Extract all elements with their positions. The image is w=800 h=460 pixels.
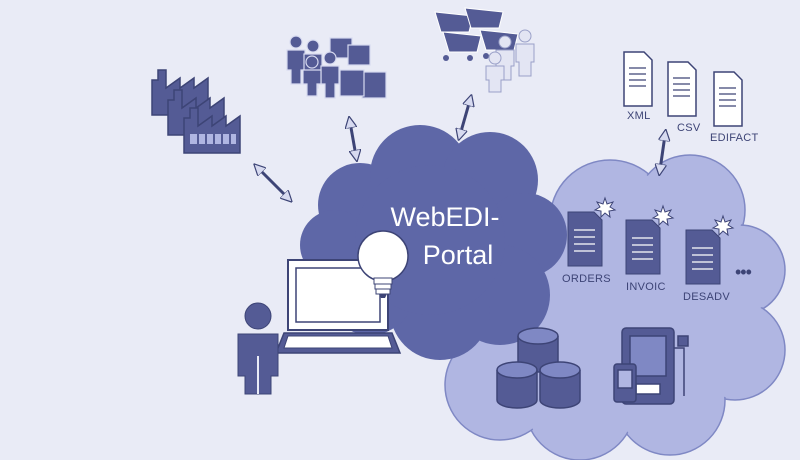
portal-title-line2: Portal: [422, 240, 494, 270]
document-label-invoic: INVOIC: [626, 281, 666, 293]
device-icon: [613, 327, 689, 405]
portal-title-line1: WebEDI-: [390, 202, 500, 232]
document-label-orders: ORDERS: [562, 273, 611, 285]
database-icon: [496, 327, 581, 409]
format-label-csv: CSV: [677, 122, 701, 134]
user-icon: [237, 302, 279, 395]
document-icon: [623, 51, 743, 127]
factory-icon: [151, 69, 241, 154]
lightbulb-icon: [357, 230, 409, 298]
document-label-desadv: DESADV: [683, 291, 731, 303]
more-indicator: •••: [735, 262, 752, 282]
shopping-carts-icon: [434, 7, 535, 93]
format-label-xml: XML: [627, 110, 651, 122]
document-icon: [567, 196, 735, 285]
double-arrow-icon: [258, 100, 665, 198]
format-label-edifact: EDIFACT: [710, 132, 759, 144]
portal-title: WebEDI- Portal: [345, 198, 545, 274]
people-group-icon: [286, 35, 387, 99]
